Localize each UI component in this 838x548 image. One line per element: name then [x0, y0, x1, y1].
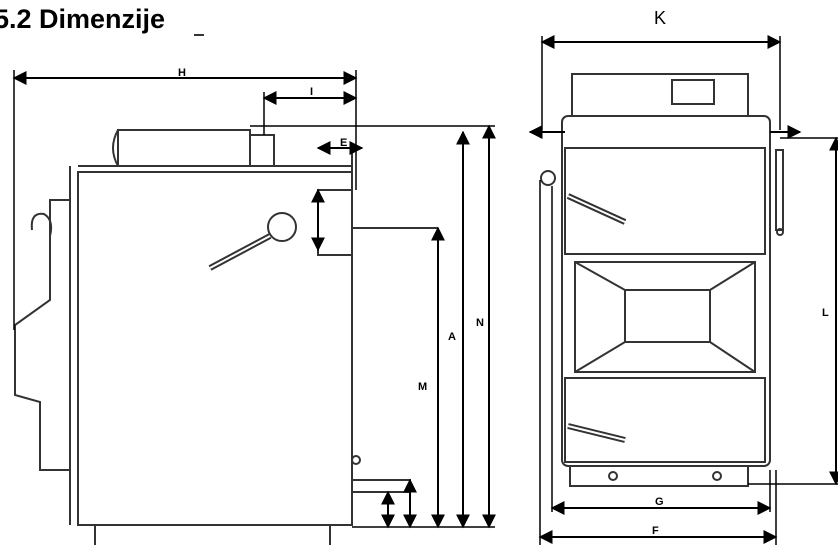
title-mark [194, 34, 204, 36]
boiler-body [77, 171, 353, 526]
front-door [14, 199, 70, 471]
front-base [569, 465, 749, 487]
label-H: H [178, 67, 186, 79]
lower-door [564, 377, 766, 463]
label-A: A [448, 331, 456, 343]
label-M: M [418, 381, 427, 393]
side-handle [775, 149, 784, 231]
side-dimensions [12, 70, 496, 529]
regulator-knob [267, 212, 297, 242]
front-dimensions [528, 35, 838, 545]
upper-door [564, 147, 766, 255]
flue-pipe [117, 129, 251, 167]
outlet-box [317, 189, 353, 256]
flue-stub [249, 134, 275, 167]
drain-fitting [352, 479, 411, 493]
label-F: F [652, 525, 659, 537]
label-E: E [340, 137, 347, 149]
label-N: N [476, 317, 484, 329]
label-G: G [655, 496, 664, 508]
section-title: 5.2 Dimenzije [0, 4, 166, 34]
front-top-box [571, 73, 749, 117]
front-view [540, 73, 784, 487]
label-I: I [310, 86, 313, 98]
label-K: K [654, 8, 666, 28]
side-view [14, 129, 438, 545]
label-L: L [822, 307, 829, 319]
